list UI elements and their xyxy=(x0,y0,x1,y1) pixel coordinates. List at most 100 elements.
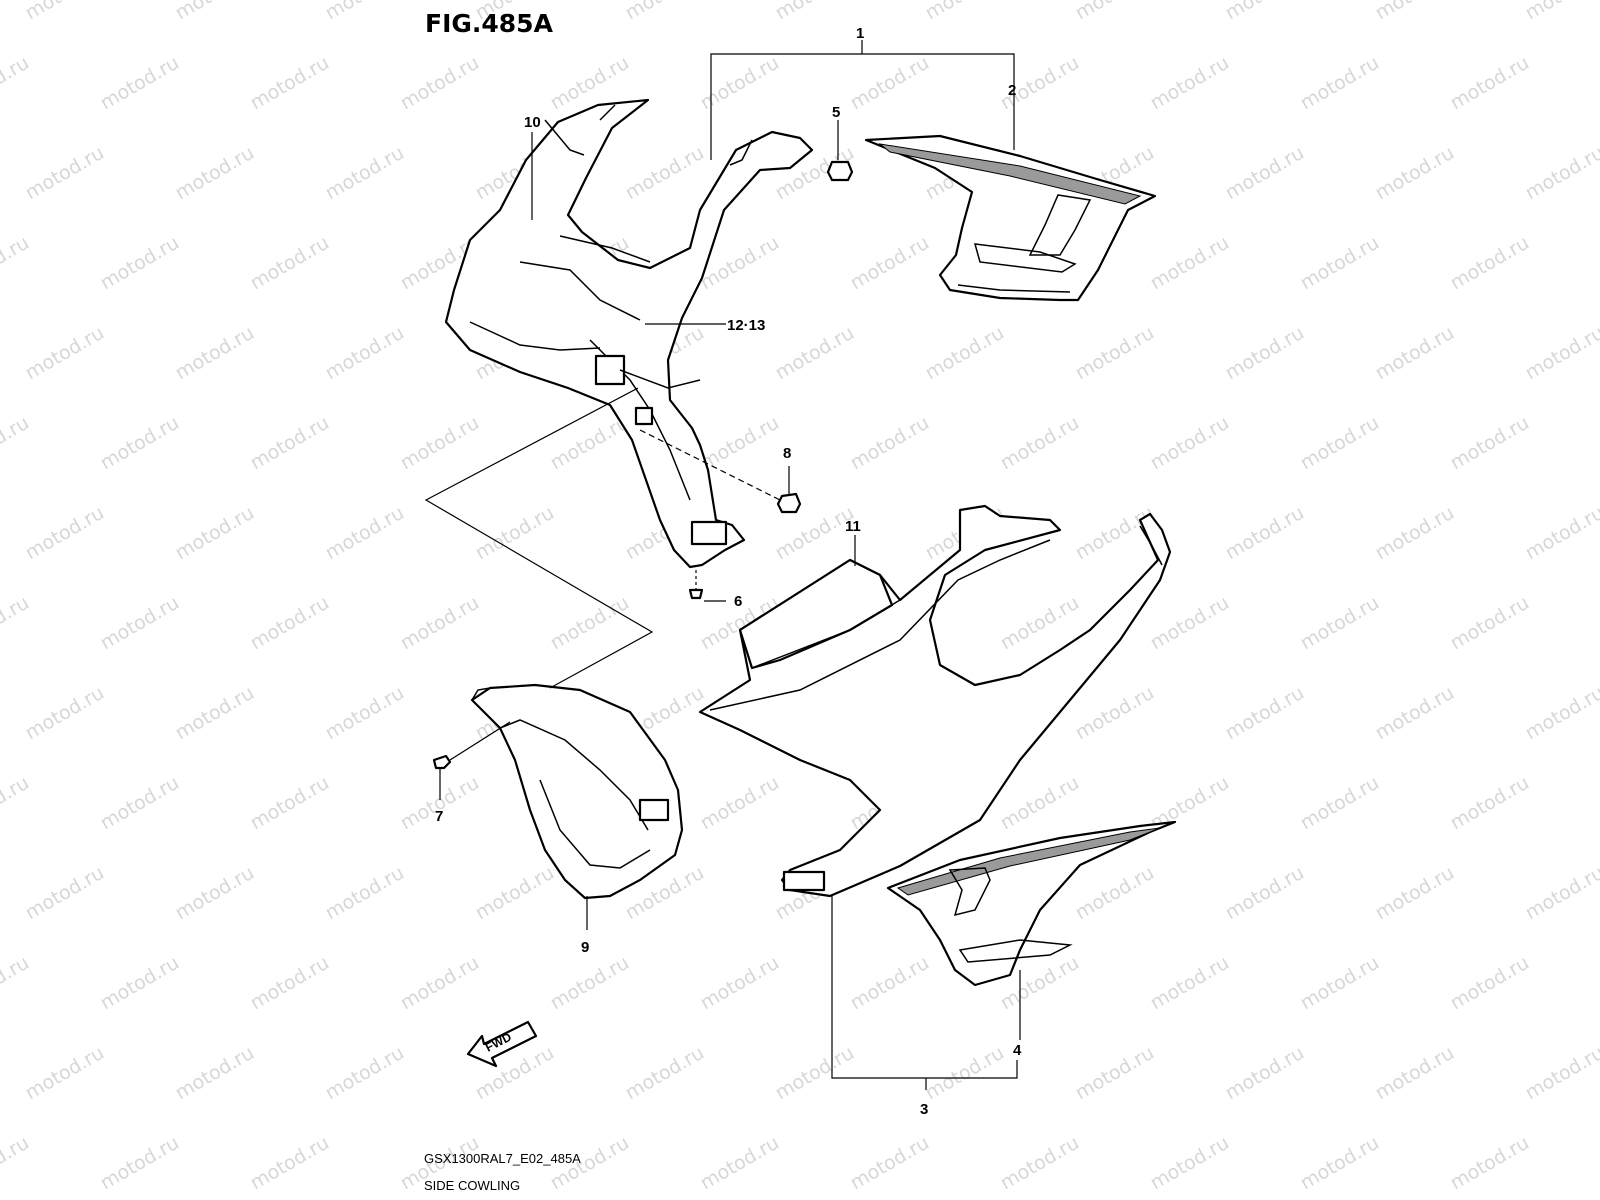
watermark-text: motod.ru xyxy=(772,1042,858,1105)
watermark-text: motod.ru xyxy=(622,0,708,24)
decal-part-4 xyxy=(886,820,1177,1040)
watermark-text: motod.ru xyxy=(1297,232,1383,295)
watermark-text: motod.ru xyxy=(322,502,408,565)
watermark-text: motod.ru xyxy=(247,1132,333,1195)
watermark-text: motod.ru xyxy=(1597,772,1600,835)
callout-10: 10 xyxy=(524,114,541,131)
watermark-text: motod.ru xyxy=(97,412,183,475)
watermark-text: motod.ru xyxy=(772,0,858,24)
callout-7: 7 xyxy=(435,808,443,825)
side-cowl-part-11 xyxy=(698,504,1172,898)
watermark-text: motod.ru xyxy=(172,502,258,565)
model-code: GSX1300RAL7_E02_485A xyxy=(424,1151,581,1166)
watermark-text: motod.ru xyxy=(247,772,333,835)
watermark-text: motod.ru xyxy=(772,322,858,385)
watermark-text: motod.ru xyxy=(1147,1132,1233,1195)
watermark-text: motod.ru xyxy=(1372,862,1458,925)
watermark-text: motod.ru xyxy=(397,952,483,1015)
watermark-text: motod.ru xyxy=(1222,682,1308,745)
watermark-text: motod.ru xyxy=(697,1132,783,1195)
callout-2: 2 xyxy=(1008,82,1016,99)
watermark-text: motod.ru xyxy=(622,142,708,205)
watermark-text: motod.ru xyxy=(1222,502,1308,565)
watermark-text: motod.ru xyxy=(1222,142,1308,205)
watermark-text: motod.ru xyxy=(1597,52,1600,115)
watermark-text: motod.ru xyxy=(922,1042,1008,1105)
callout-9: 9 xyxy=(581,939,589,956)
watermark-text: motod.ru xyxy=(1147,412,1233,475)
watermark-text: motod.ru xyxy=(1522,682,1600,745)
watermark-text: motod.ru xyxy=(1447,1132,1533,1195)
callout-12-13: 12·13 xyxy=(727,317,765,334)
watermark-text: motod.ru xyxy=(1522,322,1600,385)
watermark-text: motod.ru xyxy=(1297,952,1383,1015)
watermark-text: motod.ru xyxy=(0,52,33,115)
watermark-text: motod.ru xyxy=(397,412,483,475)
inner-cowl-part-10 xyxy=(444,98,814,569)
watermark-text: motod.ru xyxy=(847,232,933,295)
watermark-text: motod.ru xyxy=(1597,412,1600,475)
watermark-text: motod.ru xyxy=(322,682,408,745)
watermark-text: motod.ru xyxy=(1597,232,1600,295)
watermark-text: motod.ru xyxy=(1597,1132,1600,1195)
watermark-text: motod.ru xyxy=(1372,142,1458,205)
watermark-text: motod.ru xyxy=(1597,592,1600,655)
callout-6: 6 xyxy=(734,593,742,610)
watermark-text: motod.ru xyxy=(472,502,558,565)
watermark-text: motod.ru xyxy=(97,772,183,835)
watermark-text: motod.ru xyxy=(922,0,1008,24)
watermark-text: motod.ru xyxy=(1222,0,1308,24)
watermark-text: motod.ru xyxy=(1147,952,1233,1015)
watermark-text: motod.ru xyxy=(697,952,783,1015)
section-name: SIDE COWLING xyxy=(424,1178,520,1193)
clip-part-7 xyxy=(432,721,511,800)
watermark-text: motod.ru xyxy=(172,0,258,24)
watermark-text: motod.ru xyxy=(1447,772,1533,835)
grommet-part-5 xyxy=(826,120,854,182)
watermark-text: motod.ru xyxy=(1072,1042,1158,1105)
watermark-text: motod.ru xyxy=(1372,0,1458,24)
watermark-text: motod.ru xyxy=(172,142,258,205)
watermark-text: motod.ru xyxy=(622,1042,708,1105)
watermark-text: motod.ru xyxy=(22,502,108,565)
watermark-text: motod.ru xyxy=(22,682,108,745)
watermark-text: motod.ru xyxy=(0,232,33,295)
watermark-text: motod.ru xyxy=(997,772,1083,835)
watermark-text: motod.ru xyxy=(172,1042,258,1105)
watermark-text: motod.ru xyxy=(1222,1042,1308,1105)
watermark-text: motod.ru xyxy=(397,592,483,655)
watermark-text: motod.ru xyxy=(322,0,408,24)
watermark-text: motod.ru xyxy=(172,322,258,385)
watermark-text: motod.ru xyxy=(0,1132,33,1195)
watermark-text: motod.ru xyxy=(322,142,408,205)
watermark-text: motod.ru xyxy=(0,412,33,475)
guide-lines xyxy=(424,387,654,689)
callout-4: 4 xyxy=(1013,1042,1022,1059)
watermark-text: motod.ru xyxy=(697,52,783,115)
watermark-text: motod.ru xyxy=(1597,952,1600,1015)
watermark-text: motod.ru xyxy=(97,592,183,655)
fwd-arrow-icon: FWD xyxy=(466,1020,538,1068)
watermark-text: motod.ru xyxy=(97,52,183,115)
watermark-text: motod.ru xyxy=(1222,862,1308,925)
watermark-text: motod.ru xyxy=(397,52,483,115)
watermark-text: motod.ru xyxy=(97,1132,183,1195)
watermark-text: motod.ru xyxy=(1522,1042,1600,1105)
watermark-text: motod.ru xyxy=(997,1132,1083,1195)
watermark-text: motod.ru xyxy=(1072,682,1158,745)
watermark-text: motod.ru xyxy=(1147,232,1233,295)
callout-1: 1 xyxy=(856,25,864,42)
watermark-text: motod.ru xyxy=(1447,232,1533,295)
watermark-text: motod.ru xyxy=(247,412,333,475)
figure-title: FIG.485A xyxy=(425,9,554,38)
watermark-text: motod.ru xyxy=(322,1042,408,1105)
inner-panel-part-9 xyxy=(470,683,684,930)
watermark-text: motod.ru xyxy=(1297,1132,1383,1195)
watermark-text: motod.ru xyxy=(1447,412,1533,475)
watermark-text: motod.ru xyxy=(172,682,258,745)
watermark-text: motod.ru xyxy=(1297,772,1383,835)
callout-8: 8 xyxy=(783,445,791,462)
callout-11: 11 xyxy=(845,518,861,535)
assembly-bracket-3 xyxy=(831,890,1018,1090)
watermark-text: motod.ru xyxy=(247,52,333,115)
